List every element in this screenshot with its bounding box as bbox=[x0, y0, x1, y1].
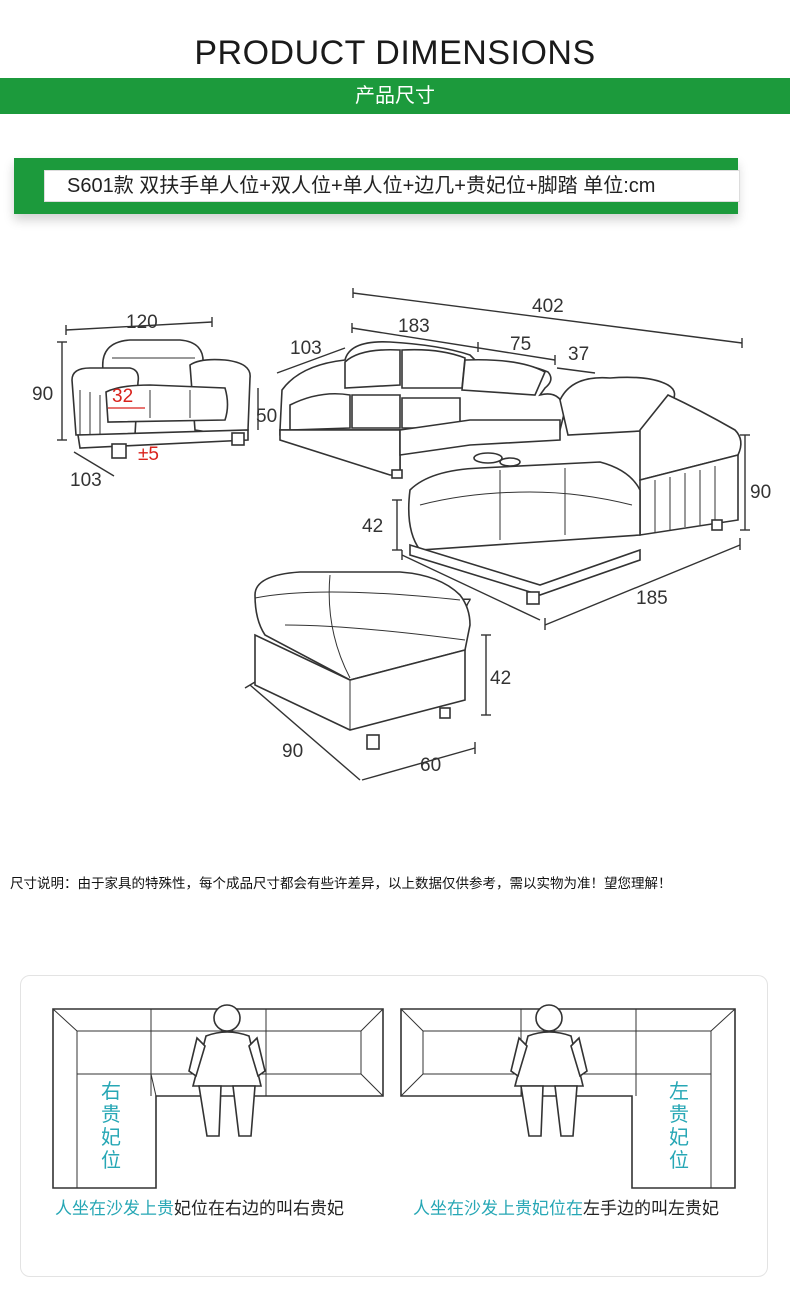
right-label-4: 位 bbox=[101, 1148, 121, 1172]
section-banner: 产品尺寸 bbox=[0, 78, 790, 114]
left-label-4: 位 bbox=[669, 1148, 689, 1172]
dim-ottoman-width: 60 bbox=[420, 755, 441, 776]
right-caption-dark: 妃位在右边的叫右贵妃 bbox=[174, 1199, 344, 1218]
spec-box: S601款 双扶手单人位+双人位+单人位+边几+贵妃位+脚踏 单位:cm bbox=[14, 158, 740, 214]
left-caption-cyan: 人坐在沙发上贵妃位在 bbox=[413, 1199, 583, 1218]
dim-ottoman-height: 42 bbox=[490, 668, 511, 689]
left-label-1: 左 bbox=[669, 1079, 689, 1103]
left-chaise-diagram: 左 贵 妃 位 bbox=[400, 1004, 736, 1189]
armchair-illustration bbox=[71, 339, 251, 459]
person-icon bbox=[510, 1004, 588, 1137]
dim-chaise-seat: 42 bbox=[362, 516, 383, 537]
right-caption-cyan: 人坐在沙发上贵 bbox=[55, 1199, 174, 1218]
person-icon bbox=[188, 1004, 266, 1137]
dim-chaise-height: 90 bbox=[750, 482, 771, 503]
dim-armchair-height: 90 bbox=[32, 384, 53, 405]
dim-sofa-depth: 103 bbox=[290, 338, 322, 359]
spec-text: S601款 双扶手单人位+双人位+单人位+边几+贵妃位+脚踏 单位:cm bbox=[44, 170, 740, 202]
size-disclaimer: 尺寸说明：由于家具的特殊性，每个成品尺寸都会有些许差异，以上数据仅供参考，需以实… bbox=[10, 876, 672, 891]
sectional-illustration bbox=[279, 341, 742, 605]
dim-armchair-width: 120 bbox=[126, 312, 158, 333]
orientation-diagrams: 右 贵 妃 位 左 贵 妃 位 bbox=[52, 1004, 736, 1189]
right-label-3: 妃 bbox=[101, 1125, 121, 1149]
left-caption-dark: 左手边的叫左贵妃 bbox=[583, 1199, 719, 1218]
dim-chaise-length: 185 bbox=[636, 588, 668, 609]
dim-armchair-arm: 32 bbox=[112, 386, 133, 407]
dim-section-37: 37 bbox=[568, 344, 589, 365]
ottoman-illustration bbox=[254, 571, 471, 750]
dim-total-length: 402 bbox=[532, 296, 564, 317]
dim-seat-height: 50 bbox=[256, 406, 277, 427]
orientation-guide: 右 贵 妃 位 左 贵 妃 位 bbox=[20, 975, 768, 1277]
dim-section-75: 75 bbox=[510, 334, 531, 355]
right-chaise-caption: 人坐在沙发上贵妃位在右边的叫右贵妃 bbox=[55, 1194, 344, 1219]
dim-armchair-depth: 103 bbox=[70, 470, 102, 491]
right-label-1: 右 bbox=[101, 1079, 121, 1103]
dim-sofa-length: 183 bbox=[398, 316, 430, 337]
dimension-drawing: 120 90 103 32 ±5 50 bbox=[32, 288, 771, 781]
left-label-2: 贵 bbox=[669, 1102, 689, 1126]
page-title: PRODUCT DIMENSIONS bbox=[194, 34, 596, 72]
dim-armchair-leg: ±5 bbox=[138, 444, 159, 465]
left-label-3: 妃 bbox=[669, 1125, 689, 1149]
right-chaise-diagram: 右 贵 妃 位 bbox=[52, 1004, 384, 1189]
right-label-2: 贵 bbox=[101, 1102, 121, 1126]
dim-ottoman-length: 90 bbox=[282, 741, 303, 762]
left-chaise-caption: 人坐在沙发上贵妃位在左手边的叫左贵妃 bbox=[413, 1194, 719, 1219]
